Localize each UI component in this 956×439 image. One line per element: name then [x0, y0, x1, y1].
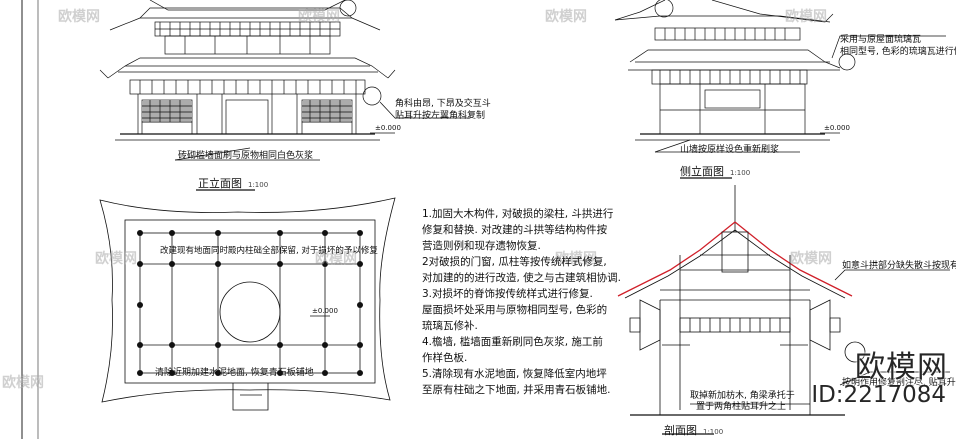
spec-line: 修复和替换. 对改建的斗拱等结构构件按: [422, 224, 608, 236]
spec-line: 屋面损坏处采用与原物相同型号, 色彩的: [422, 304, 608, 316]
section-note-2: 按明作用修复剖注尽, 贴耳升: [842, 378, 956, 388]
side-note-3: 山墙按原样设色重新刷浆: [680, 145, 780, 155]
brand-id: ID:2217084: [811, 382, 946, 408]
front-note-1: 角科由昂, 下昂及交互斗: [395, 99, 491, 109]
specification-notes: 1.加固大木构件, 对破损的梁柱, 斗拱进行 修复和替换. 对改建的斗拱等结构构…: [422, 206, 637, 398]
section-note-4: 置于两角柱贴耳升之上: [696, 402, 787, 412]
watermark: 欧模网: [298, 9, 340, 25]
spec-line: 3.对损坏的脊饰按传统样式进行修复.: [422, 288, 593, 300]
plan-note-2: 清除近期加建水泥地面, 恢复青石板铺地: [155, 368, 314, 378]
spec-line: 至原有柱础之下地面, 并采用青石板铺地.: [422, 384, 611, 396]
section-drawing: [617, 185, 950, 416]
watermark: 欧模网: [2, 375, 44, 391]
watermark: 欧模网: [790, 251, 832, 267]
front-upper-brackets: [159, 22, 331, 36]
side-elevation: [614, 0, 946, 153]
front-note-3: 砖砌槛墙面刷与原物相同白色灰浆: [178, 151, 314, 161]
watermark: 欧模网: [555, 251, 597, 267]
spec-line: 琉璃瓦修补.: [422, 320, 478, 332]
spec-line: 对加建的的进行改造, 使之与古建筑相协调.: [422, 272, 622, 284]
watermark: 欧模网: [315, 251, 357, 267]
side-note-2: 相同型号, 色彩的琉璃瓦进行修: [840, 47, 956, 57]
watermark: 欧模网: [58, 9, 100, 25]
watermark: 欧模网: [545, 9, 587, 25]
side-note-1: 采用与原屋面琉璃瓦: [840, 35, 922, 45]
section-note-3: 取掉新加枋木, 角梁承托于: [690, 391, 795, 401]
plan-elevation-mark: ±0.000: [312, 307, 338, 315]
plan-columns: [137, 230, 363, 376]
spec-line: 4.檐墙, 槛墙面重新刷同色灰浆, 施工前: [422, 336, 603, 348]
floor-plan: [99, 197, 396, 411]
spec-line: 5.清除现有水泥地面, 恢复降低室内地坪: [422, 368, 607, 380]
watermark: 欧模网: [95, 251, 137, 267]
section-note-1: 如意斗拱部分缺失散斗按现有复: [842, 261, 956, 271]
spec-line: 2对破损的门窗, 瓜柱等按传统样式修复,: [422, 256, 607, 268]
spec-line: 1.加固大木构件, 对破损的梁柱, 斗拱进行: [422, 208, 614, 220]
plan-note-1: 改建现有地面同时殿内柱础全部保留, 对于损坏的予以修复: [160, 246, 378, 256]
front-elevation: [99, 0, 470, 161]
front-note-2: 贴耳升按左翼角科复制: [395, 111, 486, 121]
spec-line: 作样色板.: [422, 352, 468, 364]
side-elevation-mark: ±0.000: [824, 124, 850, 132]
brand-logo-text: 欧模网: [855, 350, 948, 385]
watermark: 欧模网: [785, 9, 827, 25]
front-elevation-mark: ±0.000: [375, 124, 401, 132]
spec-line: 营造则例和现存遗物恢复.: [422, 240, 541, 252]
